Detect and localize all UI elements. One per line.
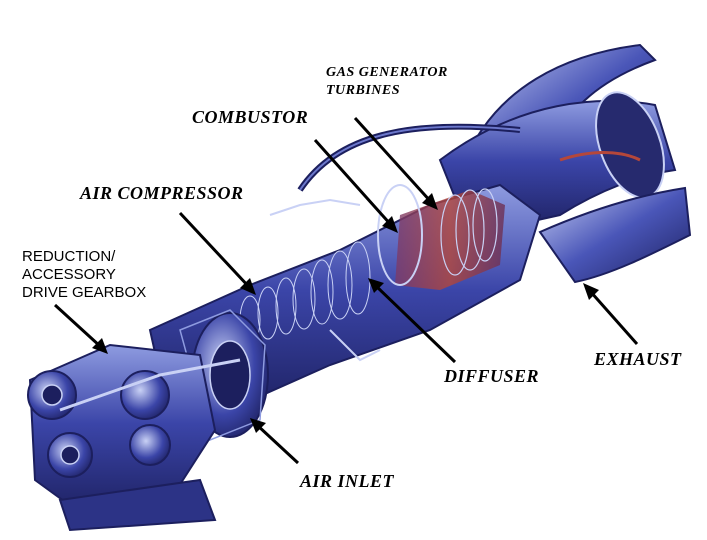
- label-exhaust: EXHAUST: [594, 349, 682, 369]
- reduction-gearbox: [27, 343, 241, 532]
- label-gas-generator-turbines: GAS GENERATOR TURBINES: [326, 64, 448, 100]
- leader-arrows: [53, 116, 639, 465]
- label-reduction-gearbox-line1: REDUCTION/: [22, 248, 116, 265]
- arrow-reduction-gearbox: [53, 303, 108, 354]
- arrow-gas-generator-turbines: [353, 116, 438, 210]
- label-diffuser: DIFFUSER: [444, 366, 540, 386]
- label-reduction-gearbox-line2: ACCESSORY: [22, 266, 116, 283]
- label-reduction-gearbox: REDUCTION/ ACCESSORY DRIVE GEARBOX: [22, 248, 146, 302]
- arrow-exhaust: [583, 283, 639, 345]
- label-reduction-gearbox-line3: DRIVE GEARBOX: [22, 284, 147, 301]
- label-gas-generator-turbines-line1: GAS GENERATOR: [326, 65, 448, 80]
- label-air-inlet: AIR INLET: [300, 471, 395, 491]
- arrow-air-inlet: [250, 418, 300, 465]
- arrow-air-compressor: [178, 211, 256, 295]
- label-gas-generator-turbines-line2: TURBINES: [326, 83, 401, 98]
- label-air-compressor: AIR COMPRESSOR: [80, 183, 244, 203]
- arrow-combustor: [313, 138, 398, 233]
- label-combustor: COMBUSTOR: [192, 107, 309, 127]
- arrow-diffuser: [368, 278, 457, 364]
